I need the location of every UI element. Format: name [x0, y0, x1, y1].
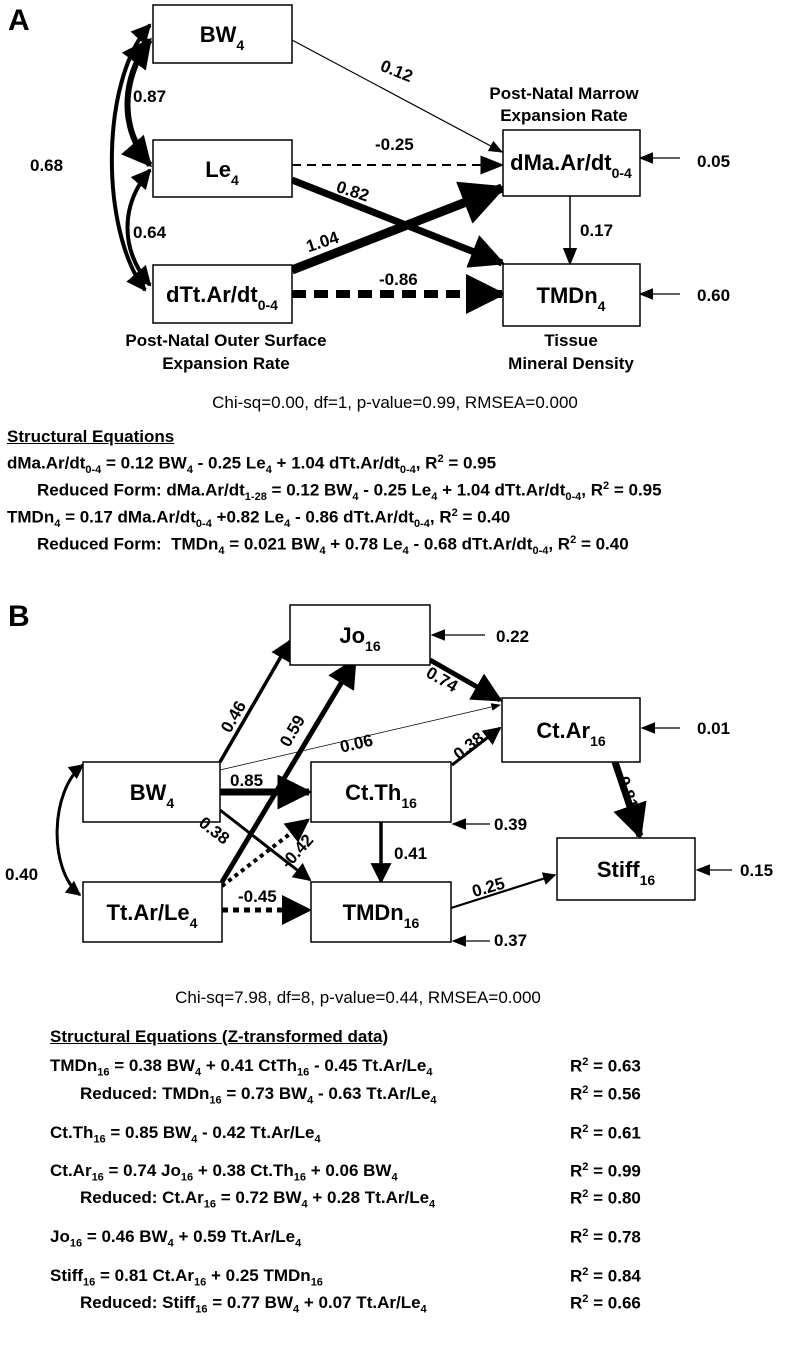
- equation-a-1: dMa.Ar/dt0-4 = 0.12 BW4 - 0.25 Le4 + 1.0…: [7, 453, 497, 477]
- edge-a-bw-dma: [291, 39, 504, 153]
- annot-marrow-2: Expansion Rate: [500, 106, 628, 125]
- panel-a-letter: A: [8, 4, 30, 37]
- coef-a-bw-dma: 0.12: [378, 56, 416, 86]
- coef-b-ctth-tmd: 0.41: [394, 844, 427, 863]
- coef-a-le-dma: -0.25: [375, 135, 414, 154]
- node-a-le4: Le4: [152, 139, 293, 198]
- node-a-bw4: BW4: [152, 4, 293, 64]
- r2-b-5: R2 = 0.80: [570, 1188, 641, 1208]
- coef-a-err-tmd: 0.60: [697, 286, 730, 305]
- coef-b-bw-tt: 0.40: [5, 865, 38, 884]
- equations-heading-b: Structural Equations (Z-transformed data…: [50, 1027, 389, 1046]
- r2-b-6: R2 = 0.78: [570, 1227, 641, 1247]
- svg-text:Le4: Le4: [205, 157, 239, 188]
- edge-a-bw-le-correlation: [121, 37, 153, 168]
- coef-b-err-ctar: 0.01: [697, 719, 730, 738]
- coef-b-tt-ctth: -0.42: [277, 831, 317, 873]
- edge-b-bw-jo: [218, 639, 292, 763]
- r2-b-3: R2 = 0.61: [570, 1123, 641, 1143]
- coef-a-dma-tmd: 0.17: [580, 221, 613, 240]
- coef-b-ctar-stiff: 0.81: [614, 774, 642, 811]
- equation-b-5: Reduced: Ct.Ar16 = 0.72 BW4 + 0.28 Tt.Ar…: [80, 1188, 436, 1211]
- edge-b-bw-ctar: [219, 703, 501, 771]
- node-a-tmd: TMDn4: [502, 263, 641, 327]
- equations-heading-a: Structural Equations: [7, 427, 175, 446]
- annot-marrow-1: Post-Natal Marrow: [489, 84, 639, 103]
- edge-a-dtt-dma: [290, 181, 507, 275]
- r2-b-7: R2 = 0.84: [570, 1266, 641, 1286]
- node-a-dtt: dTt.Ar/dt0-4: [152, 264, 293, 324]
- equation-a-4: Reduced Form: TMDn4 = 0.021 BW4 + 0.78 L…: [37, 534, 629, 558]
- annot-outer-1: Post-Natal Outer Surface: [125, 331, 326, 350]
- coef-b-err-stiff: 0.15: [740, 861, 773, 880]
- r2-b-4: R2 = 0.99: [570, 1161, 641, 1181]
- coef-a-le-dtt: 0.64: [133, 223, 167, 242]
- edge-b-ctth-ctar: [451, 726, 502, 767]
- node-b-ctth: Ct.Th16: [310, 761, 452, 823]
- r2-b-8: R2 = 0.66: [570, 1293, 641, 1313]
- equation-b-6: Jo16 = 0.46 BW4 + 0.59 Tt.Ar/Le4: [50, 1227, 302, 1250]
- coef-b-ctth-ctar: 0.38: [450, 728, 488, 763]
- svg-text:TMDn16: TMDn16: [343, 900, 420, 931]
- annot-outer-2: Expansion Rate: [162, 354, 290, 373]
- svg-text:Jo16: Jo16: [339, 623, 380, 654]
- edge-b-bw-tt-correlation: [55, 763, 85, 897]
- edge-b-jo-ctar: [428, 657, 503, 703]
- coef-a-dtt-tmd: -0.86: [379, 270, 418, 289]
- edge-a-le-dtt-correlation: [125, 168, 152, 287]
- svg-text:Ct.Ar16: Ct.Ar16: [536, 718, 606, 749]
- equation-b-3: Ct.Th16 = 0.85 BW4 - 0.42 Tt.Ar/Le4: [50, 1123, 321, 1146]
- node-b-ttar: Tt.Ar/Le4: [82, 881, 223, 943]
- svg-text:BW4: BW4: [200, 22, 245, 53]
- edge-b-ctar-stiff: [611, 760, 647, 840]
- annot-tissue-1: Tissue: [544, 331, 598, 350]
- svg-text:Tt.Ar/Le4: Tt.Ar/Le4: [107, 900, 198, 931]
- fit-stats-b: Chi-sq=7.98, df=8, p-value=0.44, RMSEA=0…: [175, 988, 541, 1007]
- coef-a-err-dma: 0.05: [697, 152, 730, 171]
- equation-b-7: Stiff16 = 0.81 Ct.Ar16 + 0.25 TMDn16: [50, 1266, 323, 1289]
- equation-b-1: TMDn16 = 0.38 BW4 + 0.41 CtTh16 - 0.45 T…: [50, 1056, 433, 1079]
- coef-a-bw-dtt: 0.68: [30, 156, 63, 175]
- equation-a-3: TMDn4 = 0.17 dMa.Ar/dt0-4 +0.82 Le4 - 0.…: [7, 507, 511, 531]
- panel-b-letter: B: [8, 600, 30, 633]
- node-b-ctar: Ct.Ar16: [501, 697, 641, 763]
- r2-b-2: R2 = 0.56: [570, 1084, 641, 1104]
- edge-a-le-tmd: [290, 176, 506, 268]
- node-b-bw4: BW4: [82, 761, 221, 823]
- svg-text:dMa.Ar/dt0-4: dMa.Ar/dt0-4: [510, 150, 632, 181]
- node-b-stiff: Stiff16: [556, 837, 696, 901]
- fit-stats-a: Chi-sq=0.00, df=1, p-value=0.99, RMSEA=0…: [212, 393, 578, 412]
- coef-a-bw-le: 0.87: [133, 87, 166, 106]
- svg-text:Stiff16: Stiff16: [597, 857, 656, 888]
- node-a-dma: dMa.Ar/dt0-4: [502, 129, 641, 197]
- coef-b-tmd-stiff: 0.25: [470, 874, 507, 901]
- edge-b-tmd-stiff: [450, 872, 557, 910]
- annot-tissue-2: Mineral Density: [508, 354, 634, 373]
- equation-b-8: Reduced: Stiff16 = 0.77 BW4 + 0.07 Tt.Ar…: [80, 1293, 427, 1316]
- edge-b-tt-ctth: [220, 818, 310, 888]
- edge-b-bw-tmd: [219, 808, 312, 882]
- equation-a-2: Reduced Form: dMa.Ar/dt1-28 = 0.12 BW4 -…: [37, 480, 662, 504]
- node-b-tmd: TMDn16: [310, 881, 452, 943]
- coef-b-err-jo: 0.22: [496, 627, 529, 646]
- coef-b-jo-ctar: 0.74: [423, 663, 462, 696]
- svg-text:Ct.Th16: Ct.Th16: [345, 780, 417, 811]
- equation-b-4: Ct.Ar16 = 0.74 Jo16 + 0.38 Ct.Th16 + 0.0…: [50, 1161, 398, 1184]
- coef-b-tt-tmd: -0.45: [238, 887, 277, 906]
- svg-text:BW4: BW4: [130, 780, 175, 811]
- node-b-jo: Jo16: [289, 604, 431, 666]
- coef-b-bw-ctar: 0.06: [338, 731, 375, 757]
- svg-text:dTt.Ar/dt0-4: dTt.Ar/dt0-4: [166, 282, 278, 313]
- coef-b-err-ctth: 0.39: [494, 815, 527, 834]
- equation-b-2: Reduced: TMDn16 = 0.73 BW4 - 0.63 Tt.Ar/…: [80, 1084, 437, 1107]
- coef-b-err-tmd: 0.37: [494, 931, 527, 950]
- r2-b-1: R2 = 0.63: [570, 1056, 641, 1076]
- edge-b-tt-jo: [219, 657, 358, 884]
- svg-text:TMDn4: TMDn4: [537, 283, 606, 314]
- coef-b-bw-ctth: 0.85: [230, 771, 263, 790]
